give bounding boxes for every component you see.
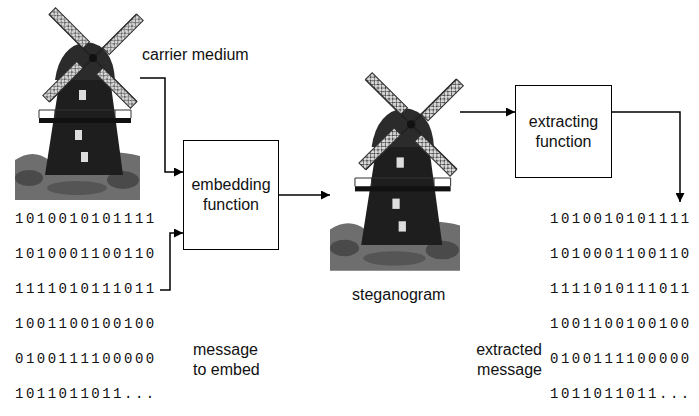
function-label: embedding function	[190, 175, 272, 215]
image-node: carrier medium	[15, 10, 140, 200]
function-box: embedding function	[183, 140, 279, 250]
message-label: message to embed	[193, 340, 263, 380]
image-caption: carrier medium	[142, 45, 249, 65]
flow-arrow	[460, 111, 515, 113]
flow-arrow	[612, 112, 680, 202]
message-block: 1010010101111 1010001100110 111101011101…	[550, 202, 695, 412]
stego-windmill-picture	[330, 73, 463, 271]
flow-arrow	[279, 194, 330, 196]
function-box: extracting function	[515, 85, 612, 178]
carrier-windmill-picture	[15, 8, 143, 200]
message-block: 1010010101111 1010001100110 111101011101…	[15, 202, 160, 412]
binary-message: 1010010101111 1010001100110 111101011101…	[15, 202, 160, 412]
image-caption: steganogram	[352, 285, 445, 305]
message-label: extracted message	[470, 340, 542, 380]
function-label: extracting function	[522, 112, 605, 152]
flow-arrow	[140, 78, 183, 172]
binary-message: 1010010101111 1010001100110 111101011101…	[550, 202, 695, 412]
image-node: steganogram	[330, 75, 460, 270]
flow-arrow	[160, 233, 183, 290]
